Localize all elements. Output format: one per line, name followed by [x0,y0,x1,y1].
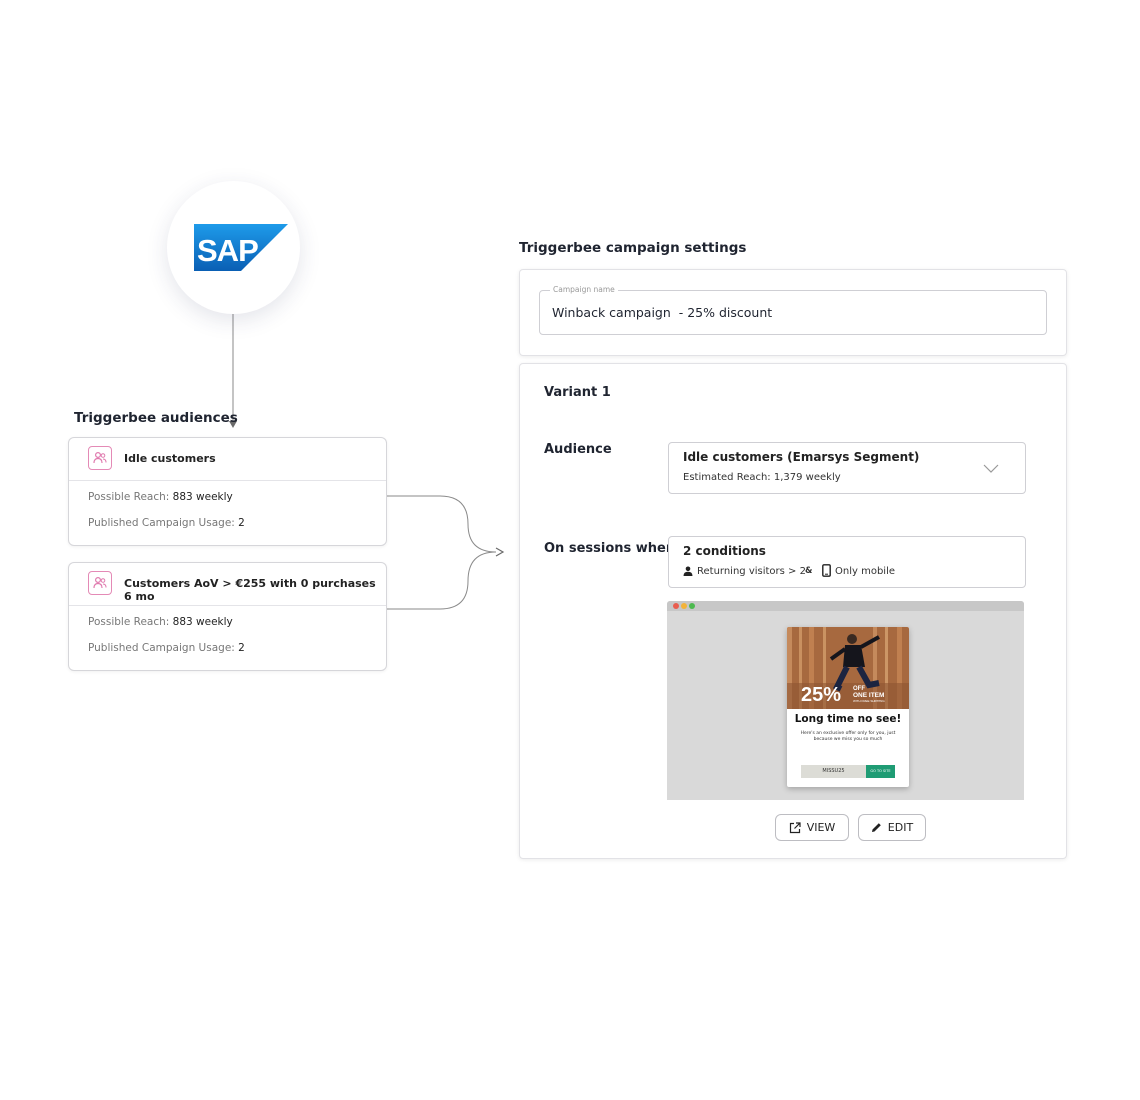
campaign-name-label: Campaign name [550,285,618,294]
audience-select[interactable]: Idle customers (Emarsys Segment) Estimat… [668,442,1026,494]
sessions-label: On sessions where [544,541,682,556]
popup-headline: Long time no see! [794,713,902,725]
users-icon [88,446,112,470]
audience-reach: Possible Reach: 883 weekly [88,491,233,503]
popup-off-line2: ONE ITEM [853,692,884,699]
campaign-name-field[interactable]: Campaign name Winback campaign - 25% dis… [539,285,1047,335]
audience-card-header: Idle customers [69,438,386,481]
external-link-icon [789,821,801,833]
browser-bar [667,601,1024,611]
condition-joiner: & [805,566,813,576]
conditions-field[interactable]: 2 conditions Returning visitors > 2 & On… [668,536,1026,588]
audience-selected: Idle customers (Emarsys Segment) [683,450,920,464]
popup-preview: 25% OFF ONE ITEM WITH FREE SHIPPING Long… [787,627,909,787]
condition-mobile: Only mobile [835,566,895,577]
audience-card-aov[interactable]: Customers AoV > €255 with 0 purchases 6 … [68,562,387,671]
audience-reach: Possible Reach: 883 weekly [88,616,233,628]
sap-logo-circle: SAP [167,181,300,314]
audience-usage: Published Campaign Usage: 2 [88,642,245,654]
audiences-title: Triggerbee audiences [74,410,238,426]
sap-logo: SAP [194,224,288,271]
maximize-dot-icon [689,603,695,609]
popup-off-line1: OFF [853,686,865,692]
mobile-icon [822,564,831,577]
chevron-down-icon [983,464,999,473]
audience-name: Customers AoV > €255 with 0 purchases 6 … [124,577,376,603]
pencil-icon [871,823,881,832]
variant-title: Variant 1 [544,385,611,400]
conditions-title: 2 conditions [683,544,766,558]
audience-card-header: Customers AoV > €255 with 0 purchases 6 … [69,563,386,606]
audience-reach-estimate: Estimated Reach: 1,379 weekly [683,472,841,483]
person-icon [683,566,693,576]
campaign-preview: 25% OFF ONE ITEM WITH FREE SHIPPING Long… [667,601,1024,800]
view-button[interactable]: VIEW [775,814,849,841]
audience-label: Audience [544,442,612,457]
audience-usage: Published Campaign Usage: 2 [88,517,245,529]
popup-body: Here's an exclusive offer only for you, … [800,731,896,742]
audience-name: Idle customers [124,452,216,465]
users-icon [88,571,112,595]
popup-off-line3: WITH FREE SHIPPING [853,699,885,703]
campaign-name-value: Winback campaign - 25% discount [552,305,773,320]
edit-button[interactable]: EDIT [858,814,926,841]
minimize-dot-icon [681,603,687,609]
condition-returning: Returning visitors > 2 [697,566,806,577]
sap-logo-text: SAP [197,233,258,268]
popup-code: MISSU25 [801,765,866,778]
view-label: VIEW [806,821,836,834]
audience-card-idle[interactable]: Idle customers Possible Reach: 883 weekl… [68,437,387,546]
popup-hero-image: 25% OFF ONE ITEM WITH FREE SHIPPING [787,627,909,709]
edit-label: EDIT [887,821,914,834]
popup-discount: 25% [801,684,841,706]
campaign-name-panel: Campaign name Winback campaign - 25% dis… [519,269,1067,356]
settings-title: Triggerbee campaign settings [519,240,747,256]
close-dot-icon [673,603,679,609]
popup-cta: GO TO SITE [866,765,895,778]
